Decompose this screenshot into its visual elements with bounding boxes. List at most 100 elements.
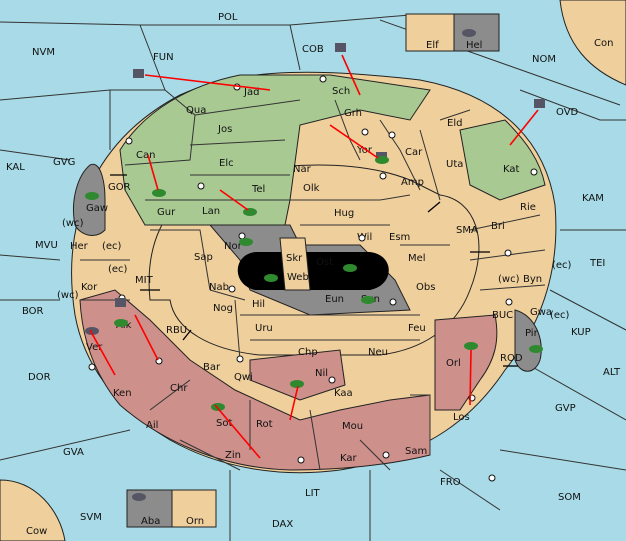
label-kaa: Kaa <box>334 388 353 399</box>
label-obs: Obs <box>416 282 435 293</box>
supply-center <box>361 128 369 136</box>
order-arrow <box>289 385 299 421</box>
label-amp: Amp <box>401 177 424 188</box>
label-fro: FRO <box>440 477 461 488</box>
label-rot: Rot <box>256 419 273 430</box>
order-arrow <box>341 54 361 96</box>
supply-center <box>228 285 236 293</box>
label-gvp: GVP <box>555 403 576 414</box>
red-territory-center <box>249 349 346 401</box>
label-rod: ROD <box>500 353 523 364</box>
province-borders <box>80 89 546 471</box>
label-hil: Hil <box>252 299 265 310</box>
label-ost: Ost <box>316 257 333 268</box>
label-jad: Jad <box>243 87 259 98</box>
supply-center <box>530 168 538 176</box>
label-ovd: OVD <box>556 107 579 118</box>
supply-center <box>236 355 244 363</box>
green-territory <box>119 74 431 226</box>
coast-ec-gwa: (ec) <box>550 310 570 321</box>
coast-ec-byn: (ec) <box>552 260 572 271</box>
supply-center <box>358 234 366 242</box>
label-gva: GVA <box>63 447 84 458</box>
label-bar: Bar <box>203 362 221 373</box>
order-arrow <box>134 314 159 361</box>
army-unit <box>464 342 478 350</box>
label-pir: Pir <box>525 328 539 339</box>
label-kup: KUP <box>571 327 591 338</box>
gaw-region <box>72 163 106 236</box>
label-uta: Uta <box>446 159 463 170</box>
label-olk: Olk <box>303 183 320 194</box>
coast-labels: (wc) (ec) (ec) (wc) (wc) (ec) (ec) <box>57 218 572 321</box>
label-chp: Chp <box>298 347 318 358</box>
label-dor: DOR <box>28 372 51 383</box>
army-unit <box>375 156 389 164</box>
label-nog: Nog <box>213 303 233 314</box>
label-gvg: GVG <box>53 157 75 168</box>
fleet-unit <box>335 43 346 52</box>
label-kar: Kar <box>340 453 358 464</box>
label-tel: Tel <box>251 184 265 195</box>
supply-center <box>504 249 512 257</box>
label-mou: Mou <box>342 421 363 432</box>
fleet-unit <box>534 99 545 108</box>
supply-center <box>238 232 246 240</box>
label-gor: GOR <box>108 182 131 193</box>
units <box>85 29 545 501</box>
order-arrows <box>89 54 539 459</box>
supply-center <box>88 363 96 371</box>
label-elf: Elf <box>426 40 439 51</box>
island-labels: Elf Hel Con Aba Orn Cow <box>26 38 613 537</box>
elf-island <box>405 13 455 52</box>
label-lan: Lan <box>202 206 220 217</box>
label-qua: Qua <box>186 105 206 116</box>
order-arrow <box>89 329 116 376</box>
label-orl: Orl <box>446 358 461 369</box>
army-unit <box>239 238 253 246</box>
army-unit <box>152 189 166 197</box>
army-unit <box>114 319 128 327</box>
label-uru: Uru <box>255 323 273 334</box>
hel-island <box>453 13 500 52</box>
army-unit <box>211 403 225 411</box>
supply-center <box>197 182 205 190</box>
label-nor: Nor <box>224 241 243 252</box>
supply-center <box>389 298 397 306</box>
label-ail: Ail <box>146 420 158 431</box>
label-web: Web <box>287 272 309 283</box>
army-unit <box>529 345 543 353</box>
label-neu: Neu <box>368 347 388 358</box>
label-elc: Elc <box>219 158 234 169</box>
label-eld: Eld <box>447 118 462 129</box>
order-arrow <box>469 349 472 406</box>
label-ver: Ver <box>86 342 103 353</box>
coast-wc-byn: (wc) <box>498 274 520 285</box>
order-arrow <box>329 124 379 159</box>
label-tei: TEI <box>589 258 605 269</box>
label-rie: Rie <box>520 202 536 213</box>
label-sch: Sch <box>332 86 350 97</box>
supply-center <box>328 376 336 384</box>
coast-ec-kor: (ec) <box>108 264 128 275</box>
label-esm: Esm <box>389 232 410 243</box>
convoy-link <box>427 201 441 213</box>
green-territory-east <box>459 119 546 201</box>
label-nom: NOM <box>532 54 556 65</box>
label-bri: Bri <box>491 221 505 232</box>
label-los: Los <box>453 412 470 423</box>
orn-island <box>171 489 217 528</box>
label-mel: Mel <box>408 253 426 264</box>
label-byn: Byn <box>523 274 542 285</box>
label-hel: Hel <box>466 40 482 51</box>
label-gur: Gur <box>157 207 176 218</box>
army-unit <box>290 380 304 388</box>
convoy-links <box>110 174 518 367</box>
label-jos: Jos <box>217 124 232 135</box>
label-pol: POL <box>218 12 238 23</box>
label-mit: MIT <box>135 275 154 286</box>
label-gaw: Gaw <box>86 203 108 214</box>
supply-center <box>505 298 513 306</box>
label-cob: COB <box>302 44 324 55</box>
label-ken: Ken <box>113 388 132 399</box>
